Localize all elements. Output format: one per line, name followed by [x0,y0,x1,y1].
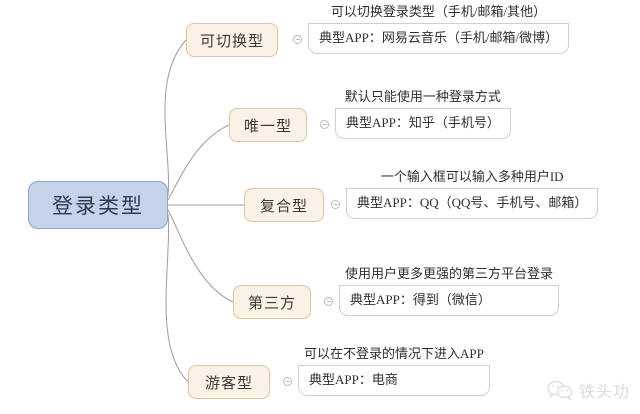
branch-node-2-label: 唯一型 [243,118,292,135]
collapse-handle-1[interactable] [293,35,302,44]
detail-title-2: 默认只能使用一种登录方式 [335,88,511,109]
watermark: 铁头功 [547,378,630,402]
edge-to-branch-1 [164,39,187,197]
branch-node-3-label: 复合型 [259,198,308,215]
detail-group-5: 可以在不登录的情况下进入APP 典型APP：电商 [298,345,490,396]
watermark-text: 铁头功 [578,384,630,401]
detail-title-4: 使用用户更多更强的第三方平台登录 [339,265,560,286]
collapse-handle-3[interactable] [331,200,340,209]
branch-node-2[interactable]: 唯一型 [229,108,307,142]
detail-title-wrap-1: 可以切换登录类型（手机/邮箱/其他） [308,3,570,24]
detail-group-4: 使用用户更多更强的第三方平台登录 典型APP：得到（微信） [339,265,560,316]
detail-title-5: 可以在不登录的情况下进入APP [298,345,490,366]
detail-title-3: 一个输入框可以输入多种用户ID [346,168,599,189]
root-node-label: 登录类型 [52,194,144,218]
detail-title-wrap-4: 使用用户更多更强的第三方平台登录 [339,265,560,286]
detail-group-2: 默认只能使用一种登录方式 典型APP：知乎（手机号） [335,88,511,139]
collapse-handle-4[interactable] [324,297,333,306]
detail-example-1[interactable]: 典型APP：网易云音乐（手机/邮箱/微博） [308,24,570,54]
wechat-icon [547,380,573,400]
branch-node-5-label: 游客型 [204,375,253,392]
detail-example-4[interactable]: 典型APP：得到（微信） [339,286,560,316]
detail-title-wrap-5: 可以在不登录的情况下进入APP [298,345,490,366]
detail-title-wrap-2: 默认只能使用一种登录方式 [335,88,511,109]
branch-node-5[interactable]: 游客型 [188,365,270,399]
detail-group-3: 一个输入框可以输入多种用户ID 典型APP：QQ（QQ号、手机号、邮箱） [346,168,599,219]
edge-to-branch-2 [167,124,230,201]
branch-node-4-label: 第三方 [247,295,296,312]
root-node[interactable]: 登录类型 [28,181,168,229]
detail-example-2[interactable]: 典型APP：知乎（手机号） [335,109,511,139]
branch-node-1[interactable]: 可切换型 [186,23,278,57]
branch-node-1-label: 可切换型 [199,33,264,50]
edge-to-branch-4 [167,209,234,303]
branch-node-3[interactable]: 复合型 [244,188,324,222]
collapse-handle-2[interactable] [320,120,329,129]
collapse-handle-5[interactable] [283,377,292,386]
detail-example-5[interactable]: 典型APP：电商 [298,366,490,396]
detail-title-1: 可以切换登录类型（手机/邮箱/其他） [308,3,570,24]
detail-group-1: 可以切换登录类型（手机/邮箱/其他） 典型APP：网易云音乐（手机/邮箱/微博） [308,3,570,54]
detail-example-3[interactable]: 典型APP：QQ（QQ号、手机号、邮箱） [346,189,599,219]
edge-to-branch-5 [165,213,189,383]
branch-node-4[interactable]: 第三方 [233,285,311,319]
detail-title-wrap-3: 一个输入框可以输入多种用户ID [346,168,599,189]
